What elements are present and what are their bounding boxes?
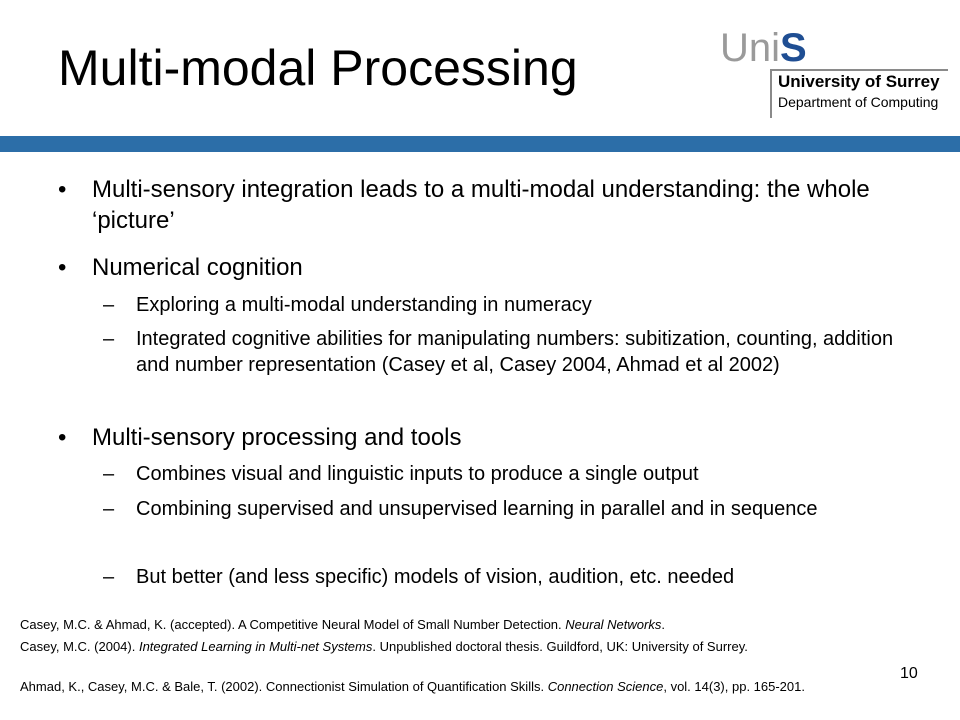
bullet-item: • Multi-sensory integration leads to a m…	[58, 174, 912, 236]
sub-bullet-item: – Combining supervised and unsupervised …	[103, 496, 926, 522]
bullet-item: • Multi-sensory processing and tools	[58, 422, 912, 453]
dash-marker: –	[103, 328, 115, 350]
sub-bullet-text: But better (and less specific) models of…	[136, 566, 735, 588]
unis-wordmark: UniS	[720, 26, 807, 70]
dash-marker: –	[103, 463, 115, 485]
bullet-marker: •	[58, 254, 67, 281]
logo-divider-horizontal	[770, 69, 948, 71]
sub-bullet-item: – But better (and less specific) models …	[103, 564, 926, 590]
university-name: University of Surrey	[778, 72, 940, 91]
bullet-item: • Numerical cognition	[58, 252, 912, 283]
dash-marker: –	[103, 498, 115, 520]
title-divider-band	[0, 136, 960, 152]
dash-marker: –	[103, 566, 115, 588]
university-logo: UniS University of Surrey Department of …	[720, 22, 948, 118]
sub-bullet-item: – Combines visual and linguistic inputs …	[103, 461, 926, 487]
page-number: 10	[900, 665, 918, 682]
sub-bullet-text: Combining supervised and unsupervised le…	[136, 498, 818, 520]
sub-bullet-item: – Exploring a multi-modal understanding …	[103, 292, 926, 318]
bullet-marker: •	[58, 424, 67, 451]
department-name: Department of Computing	[778, 94, 939, 110]
reference-entry: Casey, M.C. (2004). Integrated Learning …	[20, 639, 748, 654]
slide-title: Multi-modal Processing	[58, 40, 578, 96]
reference-entry: Casey, M.C. & Ahmad, K. (accepted). A Co…	[20, 617, 665, 632]
bullet-marker: •	[58, 176, 67, 203]
dash-marker: –	[103, 294, 115, 316]
sub-bullet-text: Exploring a multi-modal understanding in…	[136, 294, 592, 316]
sub-bullet-item: – Integrated cognitive abilities for man…	[103, 326, 926, 378]
reference-entry: Ahmad, K., Casey, M.C. & Bale, T. (2002)…	[20, 679, 805, 694]
sub-bullet-text: Combines visual and linguistic inputs to…	[136, 463, 699, 485]
logo-divider-vertical	[770, 70, 772, 118]
bullet-text: Numerical cognition	[92, 254, 303, 281]
bullet-text: Multi-sensory processing and tools	[92, 424, 462, 451]
bullet-text: Multi-sensory integration leads to a mul…	[92, 176, 870, 234]
sub-bullet-text: Integrated cognitive abilities for manip…	[136, 328, 894, 376]
